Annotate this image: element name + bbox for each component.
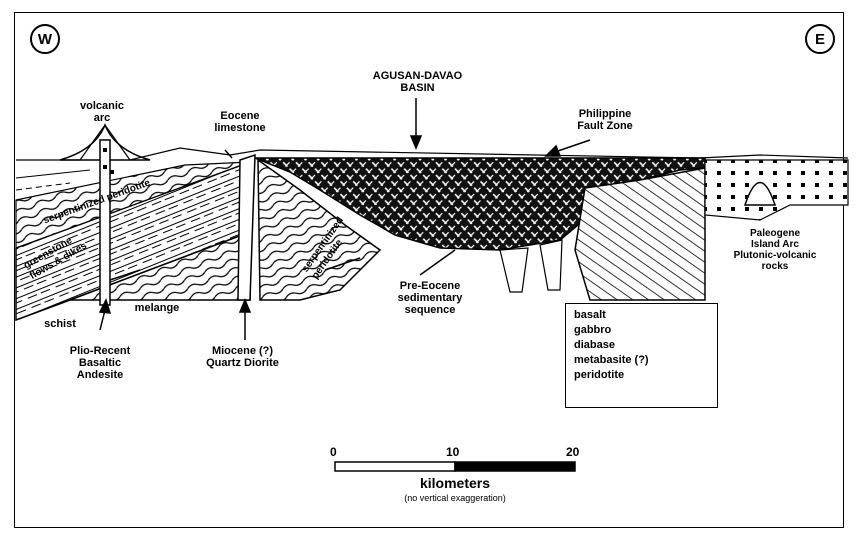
legend-item: peridotite <box>574 368 709 383</box>
scale-bar-white <box>335 462 455 471</box>
paleogene-arc-unit <box>705 160 848 220</box>
legend-item: metabasite (?) <box>574 353 709 368</box>
label-melange: melange <box>122 302 192 314</box>
fault-sliver <box>500 248 528 292</box>
legend-item: gabbro <box>574 323 709 338</box>
scale-tick-20: 20 <box>566 445 579 459</box>
volcanic-conduit <box>100 140 110 305</box>
label-miocene: Miocene (?)Quartz Diorite <box>185 345 300 369</box>
legend-item: basalt <box>574 308 709 323</box>
fault-block-east <box>575 168 705 300</box>
legend-item: diabase <box>574 338 709 353</box>
scale-bar-black <box>455 462 575 471</box>
scale-note: (no vertical exaggeration) <box>360 492 550 504</box>
surface-line <box>16 125 848 160</box>
compass-east: E <box>805 24 835 54</box>
fault-sliver <box>540 240 562 290</box>
scale-tick-0: 0 <box>330 445 337 459</box>
quartz-diorite-dike <box>238 155 255 300</box>
label-schist: schist <box>30 318 90 330</box>
scale-unit: kilometers <box>395 476 515 491</box>
scale-tick-10: 10 <box>446 445 459 459</box>
rock-legend: basalt gabbro diabase metabasite (?) per… <box>565 303 718 408</box>
compass-west: W <box>30 24 60 54</box>
